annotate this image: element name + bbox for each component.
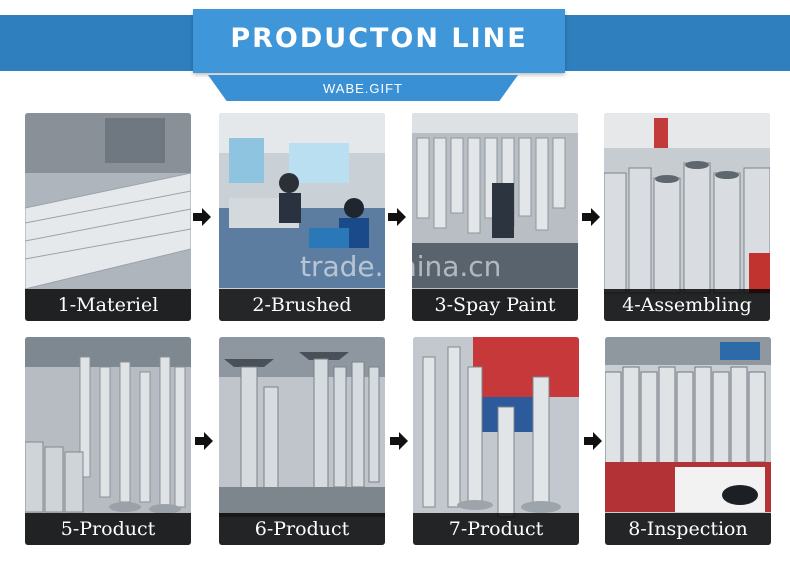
- step-label-4: 4-Assembling: [604, 289, 770, 321]
- step-label-5: 5-Product: [25, 513, 191, 545]
- arrow-right-icon: [388, 208, 406, 226]
- arrow-right-icon: [582, 208, 600, 226]
- spray-paint-photo: [412, 113, 578, 321]
- step-tile-1: 1-Materiel: [25, 113, 191, 321]
- product-photo-5: [25, 337, 191, 545]
- header-subtitle-tab: WABE.GIFT: [208, 75, 518, 101]
- step-tile-3: 3-Spay Paint: [412, 113, 578, 321]
- product-photo-6: [219, 337, 385, 545]
- step-tile-4: 4-Assembling: [604, 113, 770, 321]
- header-title-box: PRODUCTON LINE: [193, 9, 565, 73]
- page-subtitle: WABE.GIFT: [322, 81, 404, 96]
- step-label-7: 7-Product: [413, 513, 579, 545]
- step-tile-8: 8-Inspection: [605, 337, 771, 545]
- assembling-photo: [604, 113, 770, 321]
- brushed-photo: [219, 113, 385, 321]
- materiel-photo: [25, 113, 191, 321]
- step-tile-5: 5-Product: [25, 337, 191, 545]
- arrow-right-icon: [390, 432, 408, 450]
- page-title: PRODUCTON LINE: [230, 23, 528, 54]
- arrow-right-icon: [195, 432, 213, 450]
- arrow-right-icon: [193, 208, 211, 226]
- step-tile-7: 7-Product: [413, 337, 579, 545]
- arrow-right-icon: [584, 432, 602, 450]
- inspection-photo: [605, 337, 771, 545]
- step-tile-6: 6-Product: [219, 337, 385, 545]
- step-label-3: 3-Spay Paint: [412, 289, 578, 321]
- step-label-6: 6-Product: [219, 513, 385, 545]
- step-label-8: 8-Inspection: [605, 513, 771, 545]
- step-tile-2: 2-Brushed: [219, 113, 385, 321]
- product-photo-7: [413, 337, 579, 545]
- step-label-1: 1-Materiel: [25, 289, 191, 321]
- step-label-2: 2-Brushed: [219, 289, 385, 321]
